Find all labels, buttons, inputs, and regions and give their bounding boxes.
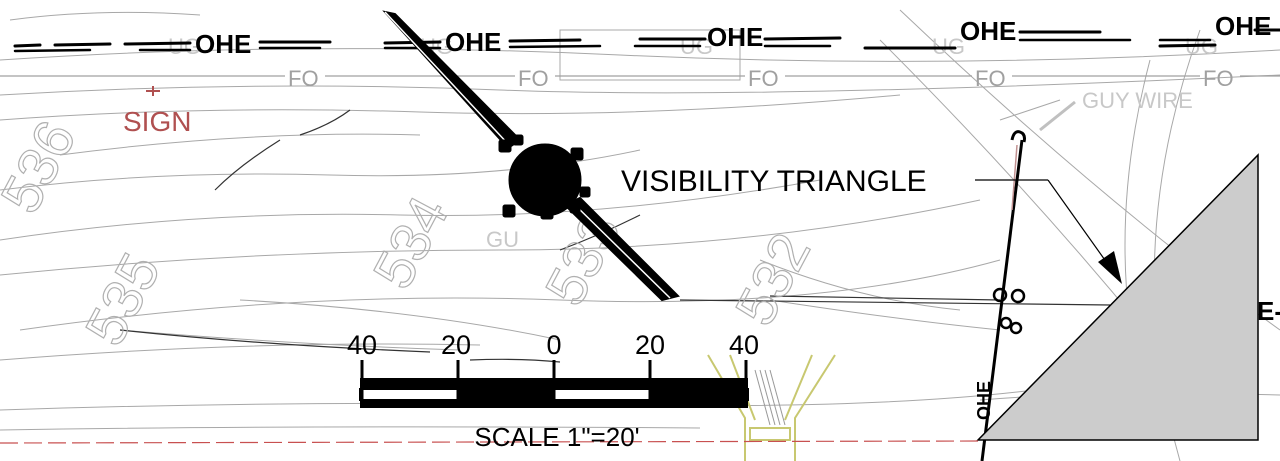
guy-wire-label: GUY WIRE [1082,88,1193,113]
terrain-edges [119,109,1111,363]
contour-label-535: 535 [73,243,172,355]
ohe-label-1: OHE [195,29,251,59]
scale-tick-label: 0 [546,330,561,360]
visibility-triangle-label: VISIBILITY TRIANGLE [621,165,927,198]
contour-label-536: 536 [0,111,88,223]
contour-label-532: 532 [723,223,822,335]
ohe-label-4: OHE [960,16,1016,46]
ohe-partial-right: E- [1257,296,1280,326]
utility-pole-line: OHE E- [974,130,1280,461]
ug-label-1: UG [168,34,201,59]
ohe-label-3: OHE [707,22,763,52]
contour-label-534: 534 [361,186,460,298]
fo-label-5: FO [1203,66,1234,91]
fo-label-1: FO [288,66,319,91]
guy-wire: GUY WIRE GU [486,88,1193,252]
meter-symbol [992,287,1026,335]
fiber-optic-line: FO FO FO FO FO [0,66,1280,91]
overhead-electric-line: OHE OHE OHE OHE OHE [13,11,1280,59]
scale-caption: SCALE 1"=20' [474,422,639,452]
scale-tick-label: 40 [347,330,377,360]
scale-bar: 40 20 0 20 40 SCALE 1"=20' [347,330,759,452]
ohe-label-2: OHE [445,27,501,57]
pole-ohe-label: OHE [974,381,994,420]
visibility-triangle-leader: VISIBILITY TRIANGLE [621,165,1122,284]
scale-tick-label: 20 [635,330,665,360]
ohe-label-5: OHE [1215,11,1271,41]
fo-label-4: FO [975,66,1006,91]
sign-label: SIGN [123,106,191,137]
sign-marker: SIGN [123,86,191,137]
fo-label-2: FO [518,66,549,91]
culvert-hatch [754,369,786,426]
scale-tick-label: 20 [441,330,471,360]
visibility-triangle [976,153,1259,441]
guy-label-partial: GU [486,227,519,252]
property-line [0,440,981,444]
north-arrow-icon [382,10,680,302]
scale-tick-label: 40 [729,330,759,360]
fo-label-3: FO [748,66,779,91]
